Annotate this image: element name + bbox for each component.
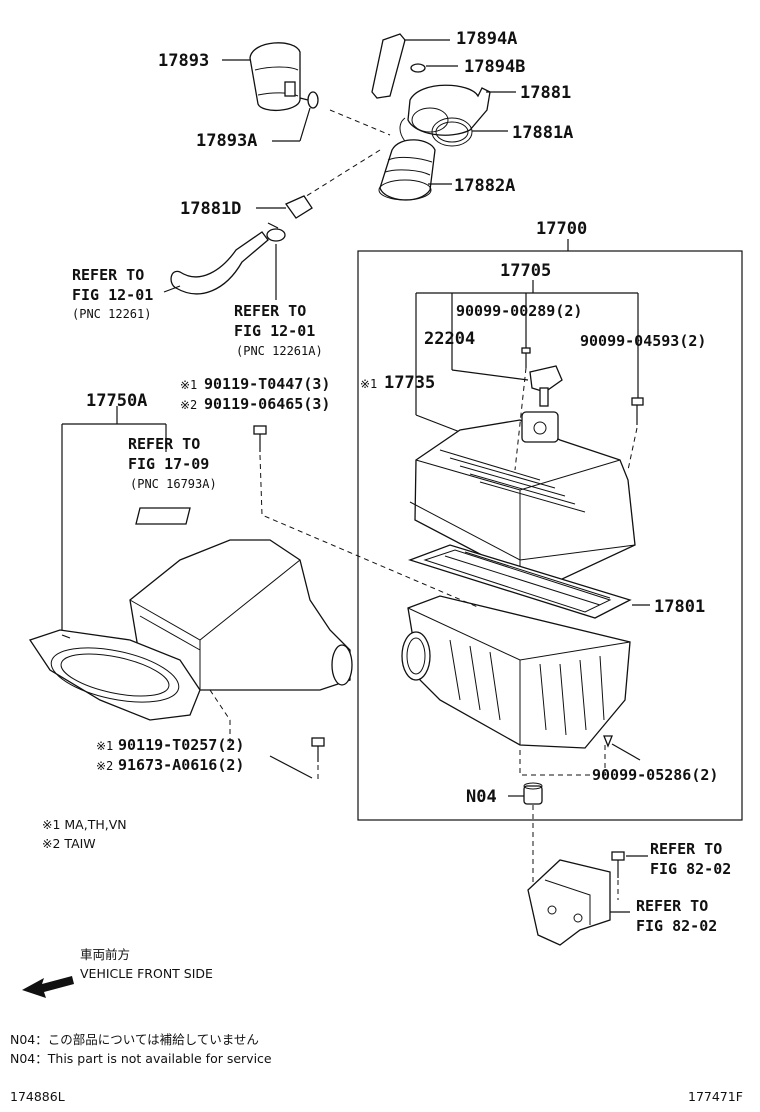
- duct-17750A: [28, 539, 353, 721]
- hose-17882A: [378, 139, 436, 201]
- label-17893: 17893: [158, 51, 209, 71]
- label-17801: 17801: [654, 597, 705, 617]
- assembly-frame: [357, 250, 743, 821]
- alt-mark-b2: ※2: [96, 759, 113, 773]
- screw-90119-T0257: [311, 737, 325, 762]
- alt-mark-c1: ※1: [360, 377, 377, 391]
- label-17750A: 17750A: [86, 391, 147, 411]
- refer1-line2: FIG 12-01: [72, 286, 153, 304]
- code-left: 174886L: [10, 1089, 65, 1104]
- refer5-line1: REFER TO: [636, 897, 708, 915]
- hose-17894A: [371, 33, 406, 99]
- label-N04: N04: [466, 787, 497, 807]
- bolt-refer-82-02: [611, 851, 625, 878]
- front-label-en: VEHICLE FRONT SIDE: [80, 966, 213, 981]
- alt-part-a1: 90119-T0447(3): [204, 375, 330, 393]
- breather-hose: [170, 231, 269, 295]
- resonator-17893: [249, 42, 301, 111]
- n04-note-jp: N04：この部品については補給していません: [10, 1032, 259, 1047]
- part-17881D: [266, 195, 313, 242]
- note-1: ※1 MA,TH,VN: [42, 817, 127, 832]
- alt-mark-b1: ※1: [96, 739, 113, 753]
- label-17700: 17700: [536, 219, 587, 239]
- alt-part-b2: 91673-A0616(2): [118, 756, 244, 774]
- label-90099-05286: 90099-05286(2): [592, 766, 718, 784]
- clamp-17894B: [410, 63, 426, 73]
- refer4-line1: REFER TO: [650, 840, 722, 858]
- refer-tag-shape: [135, 507, 191, 525]
- mount-bracket: [527, 859, 611, 946]
- label-90099-04593: 90099-04593(2): [580, 332, 706, 350]
- refer2-line1: REFER TO: [234, 302, 306, 320]
- screw-90099-00289: [521, 347, 531, 368]
- label-17881: 17881: [520, 83, 571, 103]
- label-17894A: 17894A: [456, 29, 517, 49]
- n04-note-en: N04：This part is not available for servi…: [10, 1051, 272, 1066]
- note-2: ※2 TAIW: [42, 836, 96, 851]
- refer2-line3: (PNC 12261A): [236, 344, 323, 358]
- front-label-jp: 車両前方: [80, 947, 130, 962]
- sensor-22204: [529, 365, 563, 407]
- screw-90099-04593: [631, 397, 644, 425]
- refer4-line2: FIG 82-02: [650, 860, 731, 878]
- alt-mark-a2: ※2: [180, 398, 197, 412]
- label-17881A: 17881A: [512, 123, 573, 143]
- alt-mark-a1: ※1: [180, 378, 197, 392]
- alt-part-b1: 90119-T0257(2): [118, 736, 244, 754]
- refer2-line2: FIG 12-01: [234, 322, 315, 340]
- label-17881D: 17881D: [180, 199, 241, 219]
- filter-element-17801: [408, 544, 632, 619]
- clamp-17881A: [431, 117, 473, 147]
- refer3-line3: (PNC 16793A): [130, 477, 217, 491]
- label-17893A: 17893A: [196, 131, 257, 151]
- label-90099-00289: 90099-00289(2): [456, 302, 582, 320]
- refer1-line1: REFER TO: [72, 266, 144, 284]
- grommet-N04: [523, 782, 543, 805]
- label-17882A: 17882A: [454, 176, 515, 196]
- refer3-line1: REFER TO: [128, 435, 200, 453]
- refer3-line2: FIG 17-09: [128, 455, 209, 473]
- cleaner-case: [401, 595, 631, 749]
- refer5-line2: FIG 82-02: [636, 917, 717, 935]
- label-17705: 17705: [500, 261, 551, 281]
- code-right: 177471F: [688, 1089, 743, 1104]
- bolt-90099-05286: [603, 735, 613, 748]
- alt-part-a2: 90119-06465(3): [204, 395, 330, 413]
- label-17735: 17735: [384, 373, 435, 393]
- label-17894B: 17894B: [464, 57, 525, 77]
- screw-90119-T0447: [253, 425, 267, 452]
- cleaner-cover-17705: [409, 411, 636, 581]
- clamp-17893A: [299, 91, 319, 109]
- refer1-line3: (PNC 12261): [72, 307, 151, 321]
- vehicle-front-arrow-icon: [22, 976, 74, 998]
- label-22204: 22204: [424, 329, 475, 349]
